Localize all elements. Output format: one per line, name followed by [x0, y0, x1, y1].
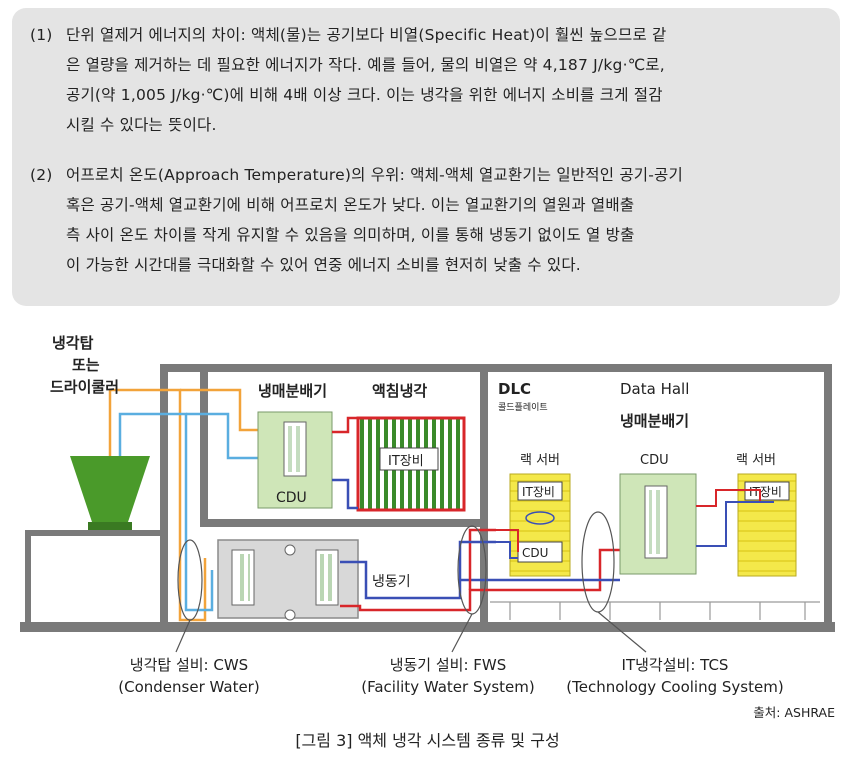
- data-hall-cdu-unit-label: CDU: [640, 453, 669, 468]
- cold-plate-label: 콜드플레이트: [498, 402, 548, 413]
- tower-label-3: 드라이쿨러: [50, 378, 119, 396]
- chiller-valve: [284, 544, 296, 556]
- notes-box: (1) 단위 열제거 에너지의 차이: 액체(물)는 공기보다 비열(Specif…: [12, 8, 840, 306]
- immersion-it-box: [379, 447, 439, 471]
- note-item-1: (1) 단위 열제거 에너지의 차이: 액체(물)는 공기보다 비열(Specif…: [30, 20, 830, 140]
- note-2-line-2: 혹은 공기-액체 열교환기에 비해 어프로치 온도가 낮다. 이는 열교환기의 …: [66, 196, 635, 214]
- note-2-line-4: 이 가능한 시간대를 극대화할 수 있어 연중 에너지 소비를 현저히 낮출 수…: [66, 256, 581, 274]
- note-item-2: (2) 어프로치 온도(Approach Temperature)의 우위: 액체…: [30, 160, 830, 280]
- building-wall-right: [824, 364, 832, 622]
- tower-platform: [25, 530, 163, 536]
- dlc-it-label: IT장비: [522, 485, 555, 499]
- immersion-label: 액침냉각: [372, 382, 427, 400]
- tcs-pipe-immersion-cold: [332, 478, 358, 510]
- source-note: 출처: ASHRAE: [753, 705, 835, 720]
- cdu-upper-label: CDU: [276, 490, 307, 506]
- cdu-room-label: 냉매분배기: [258, 382, 327, 400]
- dlc-rack-server-label: 랙 서버: [520, 453, 560, 468]
- liquid-cooling-diagram: 냉동기 냉매분배기 CDU 액침냉각 IT장비 DLC 콜드플레이트 랙 서버 …: [20, 334, 835, 653]
- data-hall-cdu-label: 냉매분배기: [620, 412, 689, 430]
- note-1-number: (1): [30, 26, 53, 44]
- tower-label-1: 냉각탑: [52, 334, 94, 352]
- immersion-it-label: IT장비: [388, 454, 424, 469]
- platform-leg-left: [25, 530, 31, 622]
- building-wall-left: [160, 364, 168, 622]
- cws-sub: (Condenser Water): [118, 678, 260, 696]
- fws-name: 냉동기 설비: FWS: [389, 656, 507, 674]
- cooling-tower: [70, 456, 150, 522]
- note-1-line-3: 공기(약 1,005 J/kg·℃)에 비해 4배 이상 크다. 이는 냉각을 …: [66, 86, 663, 104]
- cws-name: 냉각탑 설비: CWS: [129, 656, 249, 674]
- note-2-line-1: 어프로치 온도(Approach Temperature)의 우위: 액체-액체…: [66, 166, 683, 184]
- floor-slab: [20, 622, 835, 632]
- tcs-system-label: IT냉각설비: TCS (Technology Cooling System): [555, 654, 795, 698]
- tcs-pipe-immersion-warm: [332, 416, 358, 434]
- note-1-line-4: 시킬 수 있다는 뜻이다.: [66, 116, 217, 134]
- fws-system-label: 냉동기 설비: FWS (Facility Water System): [348, 654, 548, 698]
- tcs-pipe-hall-warm: [696, 489, 761, 507]
- note-2-line-3: 측 사이 온도 차이를 작게 유지할 수 있음을 의미하며, 이를 통해 냉동기…: [66, 226, 635, 244]
- fws-pipe-cold: [340, 560, 620, 600]
- tower-label-2: 또는: [72, 356, 100, 374]
- fws-pipe-warm: [340, 548, 620, 612]
- cws-system-label: 냉각탑 설비: CWS (Condenser Water): [104, 654, 274, 698]
- cws-pipe-cold: [118, 412, 214, 612]
- hall-rack-server-label: 랙 서버: [736, 453, 776, 468]
- cold-plate-loop: [525, 511, 555, 525]
- data-hall-label: Data Hall: [620, 380, 689, 398]
- note-1-line-1: 단위 열제거 에너지의 차이: 액체(물)는 공기보다 비열(Specific …: [66, 26, 667, 44]
- fws-sub: (Facility Water System): [361, 678, 535, 696]
- figure-caption: [그림 3] 액체 냉각 시스템 종류 및 구성: [295, 731, 560, 750]
- interior-wall-1: [200, 372, 208, 527]
- chiller-label: 냉동기: [372, 574, 411, 590]
- dlc-label: DLC: [498, 380, 531, 398]
- building-roof: [160, 364, 832, 372]
- tcs-name: IT냉각설비: TCS: [621, 656, 729, 674]
- underfloor-supports: [490, 601, 820, 620]
- note-1-line-2: 은 열량을 제거하는 데 필요한 에너지가 작다. 예를 들어, 물의 비열은 …: [66, 56, 665, 74]
- dlc-cdu-label: CDU: [522, 546, 548, 560]
- tcs-pipe-hall-cold: [696, 501, 774, 547]
- hall-it-label: IT장비: [749, 485, 782, 499]
- mid-floor: [200, 519, 480, 527]
- chiller-compressor: [284, 609, 296, 621]
- tcs-sub: (Technology Cooling System): [566, 678, 784, 696]
- dlc-it-box: [517, 481, 563, 501]
- interior-wall-2: [480, 372, 488, 622]
- note-2-number: (2): [30, 166, 53, 184]
